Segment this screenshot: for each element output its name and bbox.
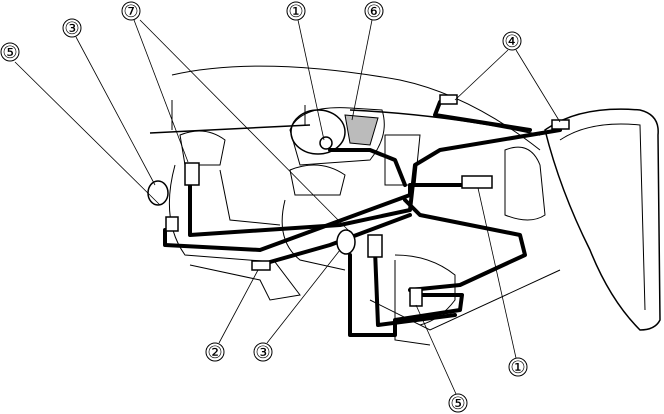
callout-5-bottom: ⑤ bbox=[448, 393, 468, 414]
side-sensor-right bbox=[409, 287, 423, 307]
vehicle-interior-outline bbox=[149, 65, 661, 346]
svg-text:⑤: ⑤ bbox=[450, 394, 465, 414]
svg-text:②: ② bbox=[207, 343, 222, 363]
callouts: ⑤ ③ ⑦ ① ⑥ ④ ② ③ ① ⑤ bbox=[0, 1, 528, 414]
svg-text:③: ③ bbox=[64, 19, 79, 39]
callout-7-top: ⑦ bbox=[121, 1, 141, 22]
side-airbag-right bbox=[367, 234, 383, 258]
side-airbag-left bbox=[184, 162, 200, 186]
front-sensor-2 bbox=[551, 119, 570, 130]
svg-text:⑦: ⑦ bbox=[123, 2, 138, 22]
svg-text:④: ④ bbox=[504, 32, 519, 52]
svg-text:⑤: ⑤ bbox=[2, 43, 17, 63]
components bbox=[147, 94, 570, 307]
svg-text:①: ① bbox=[288, 2, 303, 22]
callout-6-top: ⑥ bbox=[364, 1, 384, 22]
callout-5-top: ⑤ bbox=[0, 42, 20, 63]
callout-1-top: ① bbox=[286, 1, 306, 22]
control-unit-2 bbox=[251, 260, 271, 271]
callout-4-top: ④ bbox=[502, 31, 522, 52]
svg-text:③: ③ bbox=[255, 343, 270, 363]
passenger-airbag-module bbox=[461, 175, 493, 189]
callout-2-bottom: ② bbox=[205, 342, 225, 363]
wiring-harness bbox=[163, 100, 562, 337]
svg-text:①: ① bbox=[510, 358, 525, 378]
front-sensor-1 bbox=[439, 94, 458, 105]
svg-text:⑥: ⑥ bbox=[366, 2, 381, 22]
callout-1-bottom: ① bbox=[508, 357, 528, 378]
seatbelt-pretensioner-right bbox=[336, 229, 356, 255]
driver-airbag bbox=[319, 136, 333, 150]
callout-3-bottom: ③ bbox=[253, 342, 273, 363]
side-sensor-left bbox=[165, 216, 179, 232]
seatbelt-pretensioner-left bbox=[147, 180, 169, 206]
callout-3-top: ③ bbox=[62, 18, 82, 39]
leader-lines bbox=[14, 19, 561, 395]
